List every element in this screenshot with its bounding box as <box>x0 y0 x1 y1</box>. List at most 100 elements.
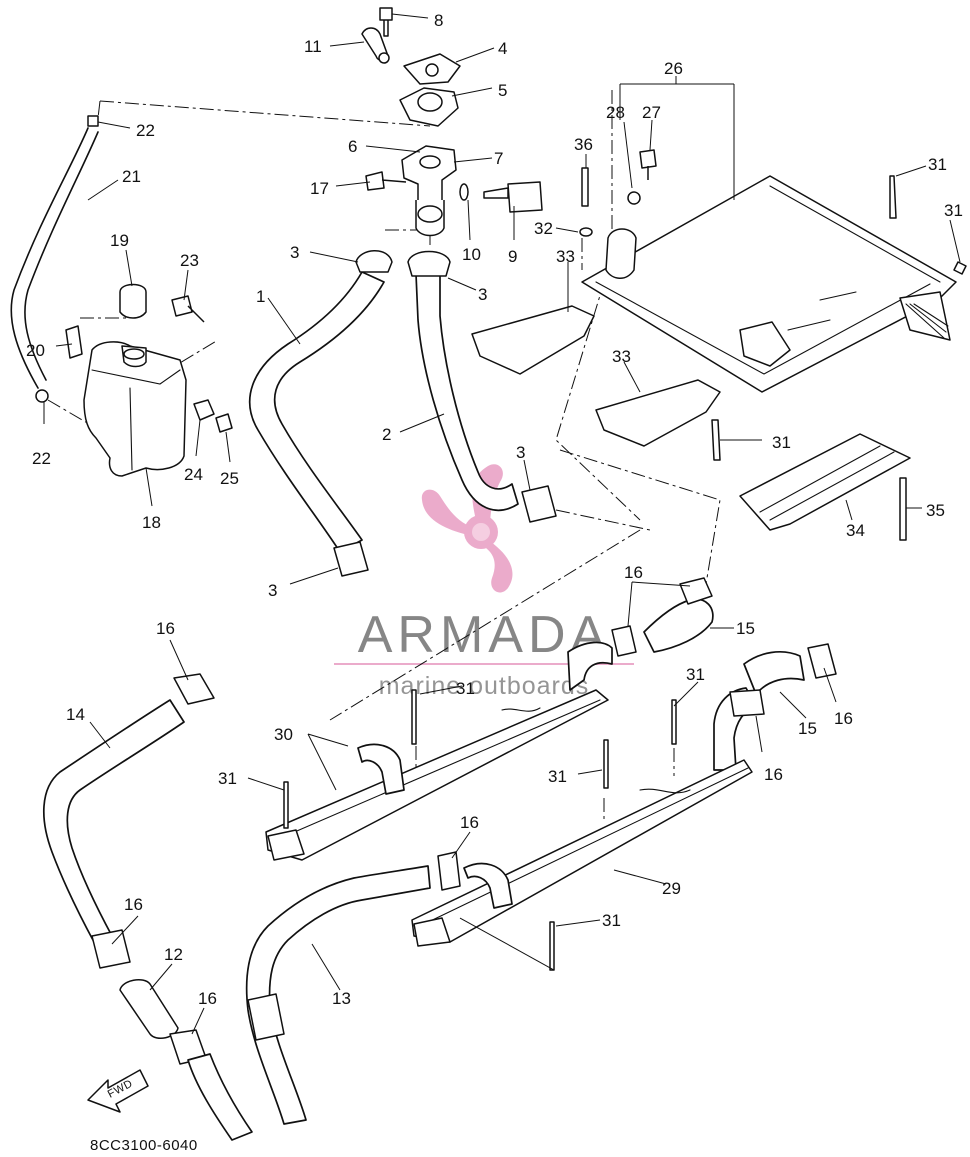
clamp-16top <box>173 673 215 705</box>
bolt-8 <box>379 7 393 37</box>
plate-30 <box>265 689 609 861</box>
bolt-31c <box>711 419 721 461</box>
bolt-31a <box>889 175 897 219</box>
callout-9: 9 <box>508 247 517 266</box>
callout-1: 1 <box>256 287 265 306</box>
sensor-9 <box>483 181 543 213</box>
cooler-plate-group <box>579 149 967 393</box>
callout-20: 20 <box>26 341 45 360</box>
bolt-31h <box>549 921 555 971</box>
callout-7: 7 <box>494 149 503 168</box>
watermark-logo <box>421 464 513 593</box>
callout-11: 11 <box>304 37 322 56</box>
clip-22b <box>35 389 49 403</box>
bolt-31b <box>953 261 967 275</box>
plate-29 <box>411 759 753 943</box>
callout-12: 12 <box>164 945 183 964</box>
fitting-29 <box>463 862 513 909</box>
clamp-16a <box>679 577 713 605</box>
callout-3a: 3 <box>290 243 299 262</box>
hose-1 <box>248 271 385 553</box>
clip-22a <box>87 115 99 127</box>
callout-16e: 16 <box>460 813 479 832</box>
callout-16d: 16 <box>764 765 783 784</box>
exhaust-plates <box>265 689 753 971</box>
callout-16f: 16 <box>124 895 143 914</box>
clamp-3a <box>355 250 393 273</box>
clamp-3c <box>521 485 557 523</box>
callout-5: 5 <box>498 81 507 100</box>
bolt-27 <box>639 149 657 180</box>
callout-36: 36 <box>574 135 593 154</box>
callout-33b: 33 <box>612 347 631 366</box>
clamp-16d <box>729 689 765 717</box>
callout-10: 10 <box>462 245 481 264</box>
cap-19 <box>119 283 147 319</box>
callout-35: 35 <box>926 501 945 520</box>
watermark-brand: ARMADA <box>358 606 610 664</box>
bracket-33a <box>471 305 595 375</box>
callout-33a: 33 <box>556 247 575 266</box>
callout-25: 25 <box>220 469 239 488</box>
clamp-3d <box>333 541 369 577</box>
callout-32: 32 <box>534 219 553 238</box>
callout-31b: 31 <box>944 201 963 220</box>
callout-16g: 16 <box>198 989 217 1008</box>
callout-15a: 15 <box>736 619 755 638</box>
callout-19: 19 <box>110 231 129 250</box>
fitting-26 <box>739 321 791 367</box>
brackets-group <box>471 305 911 541</box>
plate-26 <box>581 175 957 393</box>
upper-hoses <box>248 250 557 577</box>
washer-32 <box>579 227 593 237</box>
hose-21 <box>10 127 89 389</box>
callout-16b: 16 <box>156 619 175 638</box>
callout-31f: 31 <box>218 769 237 788</box>
callout-31g: 31 <box>548 767 567 786</box>
plug-24 <box>193 399 215 421</box>
washer-10 <box>459 183 469 201</box>
callout-4: 4 <box>498 39 507 58</box>
bracket-33b <box>595 379 721 447</box>
callout-6: 6 <box>348 137 357 156</box>
clamp-16f <box>437 851 461 891</box>
callout-30: 30 <box>274 725 293 744</box>
hose-15a <box>643 598 714 653</box>
bolt-31g <box>671 699 677 745</box>
callout-31c: 31 <box>772 433 791 452</box>
reservoir-group <box>10 115 233 477</box>
bolt-31d <box>283 781 289 829</box>
hose-elbow <box>567 641 613 691</box>
callout-24: 24 <box>184 465 203 484</box>
callout-3d: 3 <box>268 581 277 600</box>
callout-22b: 22 <box>32 449 51 468</box>
bolt-31f <box>603 739 609 789</box>
callout-8: 8 <box>434 11 443 30</box>
plate-30-end <box>267 829 305 861</box>
callout-16a: 16 <box>624 563 643 582</box>
callout-2: 2 <box>382 425 391 444</box>
clamp-16b <box>611 625 637 657</box>
watermark-tagline: marine outboards <box>379 672 590 700</box>
callout-26: 26 <box>664 59 683 78</box>
fitting-30 <box>357 743 405 795</box>
hose-15-group <box>567 577 837 771</box>
thermostat-housing-group <box>361 7 543 237</box>
callout-labels: 8 11 4 5 26 22 28 27 36 6 7 21 31 17 31 … <box>26 11 963 1008</box>
callout-23: 23 <box>180 251 199 270</box>
callout-31a: 31 <box>928 155 947 174</box>
callout-31e: 31 <box>686 665 705 684</box>
bolt-31e <box>411 689 417 745</box>
callout-18: 18 <box>142 513 161 532</box>
plate-29-end <box>413 917 451 947</box>
callout-31d: 31 <box>456 679 475 698</box>
fitting-26b <box>605 228 637 279</box>
callout-3c: 3 <box>516 443 525 462</box>
callout-13: 13 <box>332 989 351 1008</box>
hose-14 <box>43 699 185 943</box>
bolt-23 <box>171 295 205 323</box>
pipe-12 <box>119 978 179 1040</box>
callout-14: 14 <box>66 705 85 724</box>
callout-21: 21 <box>122 167 141 186</box>
sleeve-13 <box>247 993 285 1041</box>
